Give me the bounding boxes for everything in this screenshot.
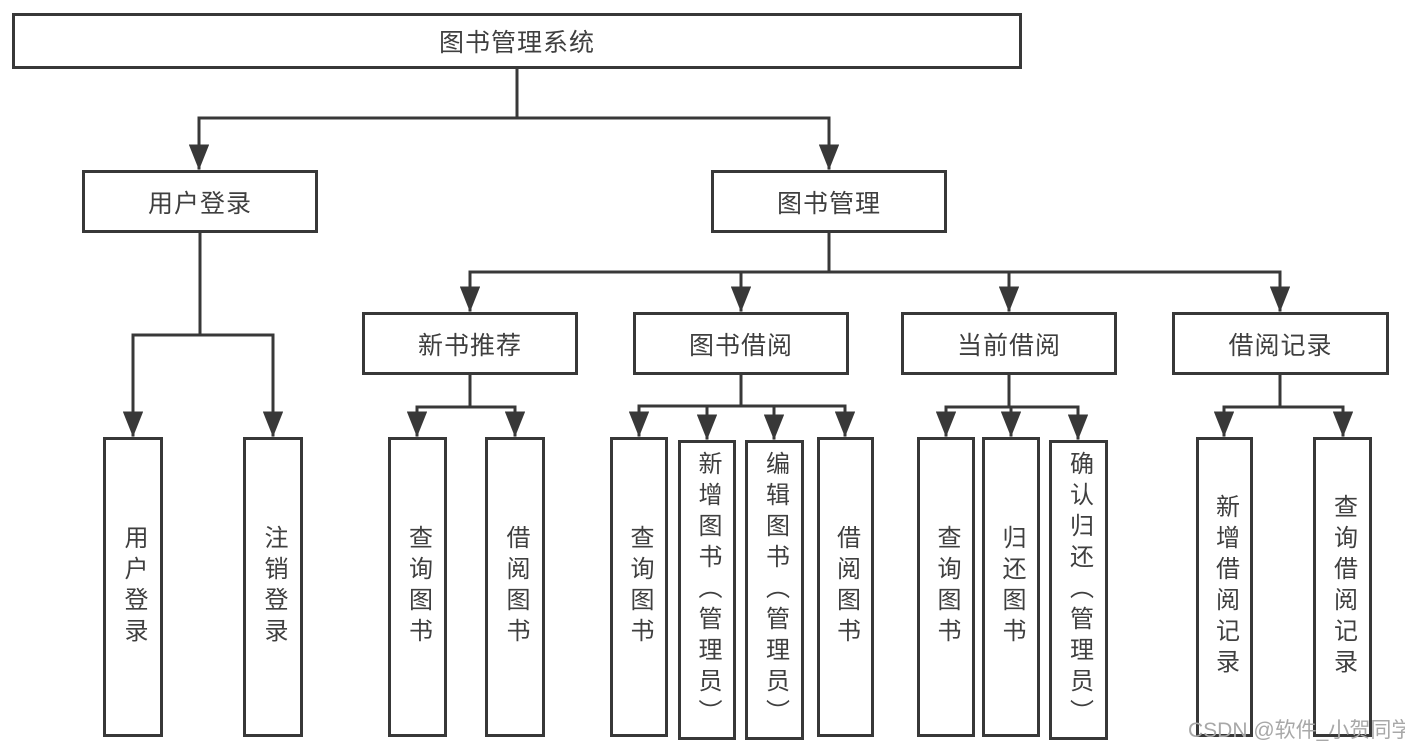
leaf-query-borrow-record-label: 查询借阅记录: [1329, 494, 1357, 680]
leaf-query-books-1-label: 查询图书: [404, 525, 432, 649]
leaf-user-login-label: 用户登录: [120, 525, 147, 649]
leaf-borrow-books-1-label: 借阅图书: [502, 525, 529, 649]
leaf-query-borrow-record: 查询借阅记录: [1313, 437, 1372, 737]
node-book-borrowing: 图书借阅: [633, 312, 849, 375]
leaf-confirm-return-admin: 确认归还（管理员）: [1049, 440, 1108, 740]
node-book-management: 图书管理: [711, 170, 947, 233]
leaf-query-books-3-label: 查询图书: [933, 525, 960, 649]
leaf-edit-book-admin-label: 编辑图书（管理员）: [761, 450, 789, 730]
connector-book-management-rail: [468, 231, 1282, 274]
leaf-return-book-label: 归还图书: [998, 525, 1025, 649]
node-borrowing-records: 借阅记录: [1172, 312, 1389, 375]
leaf-edit-book-admin: 编辑图书（管理员）: [745, 440, 804, 740]
leaf-borrow-books-1: 借阅图书: [485, 437, 545, 737]
connector-user-login-rail: [131, 231, 275, 337]
connector-current-borrowing-rail: [944, 373, 1080, 409]
leaf-add-book-admin-label: 新增图书（管理员）: [694, 450, 721, 730]
leaf-borrow-books-2: 借阅图书: [817, 437, 874, 737]
leaf-logout-label: 注销登录: [260, 525, 287, 649]
leaf-borrow-books-2-label: 借阅图书: [832, 525, 860, 649]
leaf-logout: 注销登录: [243, 437, 303, 737]
leaf-query-books-3: 查询图书: [917, 437, 975, 737]
leaf-user-login: 用户登录: [103, 437, 163, 737]
connector-borrowing-records-rail: [1222, 373, 1345, 409]
leaf-add-borrow-record-label: 新增借阅记录: [1211, 494, 1239, 680]
leaf-add-borrow-record: 新增借阅记录: [1196, 437, 1253, 737]
leaf-return-book: 归还图书: [982, 437, 1040, 737]
node-root: 图书管理系统: [12, 13, 1022, 69]
connector-book-borrowing-rail: [637, 373, 847, 408]
leaf-add-book-admin: 新增图书（管理员）: [678, 440, 736, 740]
leaf-query-books-2: 查询图书: [610, 437, 668, 737]
leaf-query-books-2-label: 查询图书: [626, 525, 653, 649]
connector-root-rail: [197, 67, 831, 120]
watermark: CSDN @软件_小贺同学: [1188, 719, 1405, 742]
node-new-book-recommend: 新书推荐: [362, 312, 578, 375]
node-current-borrowing: 当前借阅: [901, 312, 1117, 375]
connector-new-book-rail: [415, 373, 517, 409]
leaf-query-books-1: 查询图书: [388, 437, 447, 737]
leaf-confirm-return-admin-label: 确认归还（管理员）: [1065, 450, 1093, 730]
node-user-login: 用户登录: [82, 170, 318, 233]
